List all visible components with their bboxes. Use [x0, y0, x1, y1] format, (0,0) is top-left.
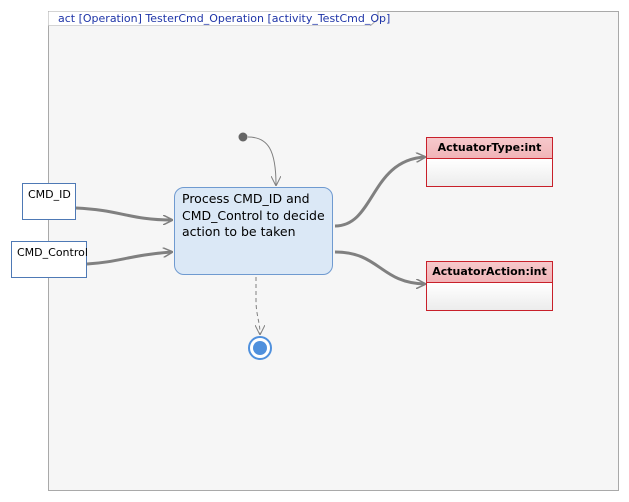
object-node-actuator-action[interactable]: ActuatorAction:int	[426, 261, 553, 311]
initial-node[interactable]	[238, 132, 248, 142]
input-pin-cmd-control[interactable]: CMD_Control	[11, 241, 88, 278]
input-pin-label: CMD_Control	[17, 246, 88, 259]
input-pin-label: CMD_ID	[28, 188, 71, 201]
action-node[interactable]	[174, 187, 333, 275]
flow-action-to-final[interactable]	[256, 277, 260, 334]
object-label: ActuatorAction:int	[432, 265, 547, 278]
action-label: Process CMD_ID and CMD_Control to decide…	[182, 191, 325, 239]
activity-final-node[interactable]	[248, 336, 272, 360]
frame-title: act [Operation] TesterCmd_Operation [act…	[58, 12, 391, 25]
object-header: ActuatorAction:int	[427, 262, 552, 283]
frame-tab	[48, 11, 379, 26]
flow-initial-to-action[interactable]	[247, 136, 276, 185]
object-body	[427, 159, 552, 186]
flow-action-to-actuator-type[interactable]	[334, 157, 425, 228]
object-header: ActuatorType:int	[427, 138, 552, 159]
flow-action-to-actuator-action[interactable]	[334, 250, 425, 284]
input-pin-cmd-id[interactable]: CMD_ID	[22, 183, 76, 220]
flow-cmd-control-to-action[interactable]	[86, 252, 172, 266]
activity-frame	[48, 11, 619, 491]
object-body	[427, 283, 552, 310]
flow-cmd-id-to-action[interactable]	[75, 206, 172, 220]
object-label: ActuatorType:int	[437, 141, 542, 154]
object-node-actuator-type[interactable]: ActuatorType:int	[426, 137, 553, 187]
